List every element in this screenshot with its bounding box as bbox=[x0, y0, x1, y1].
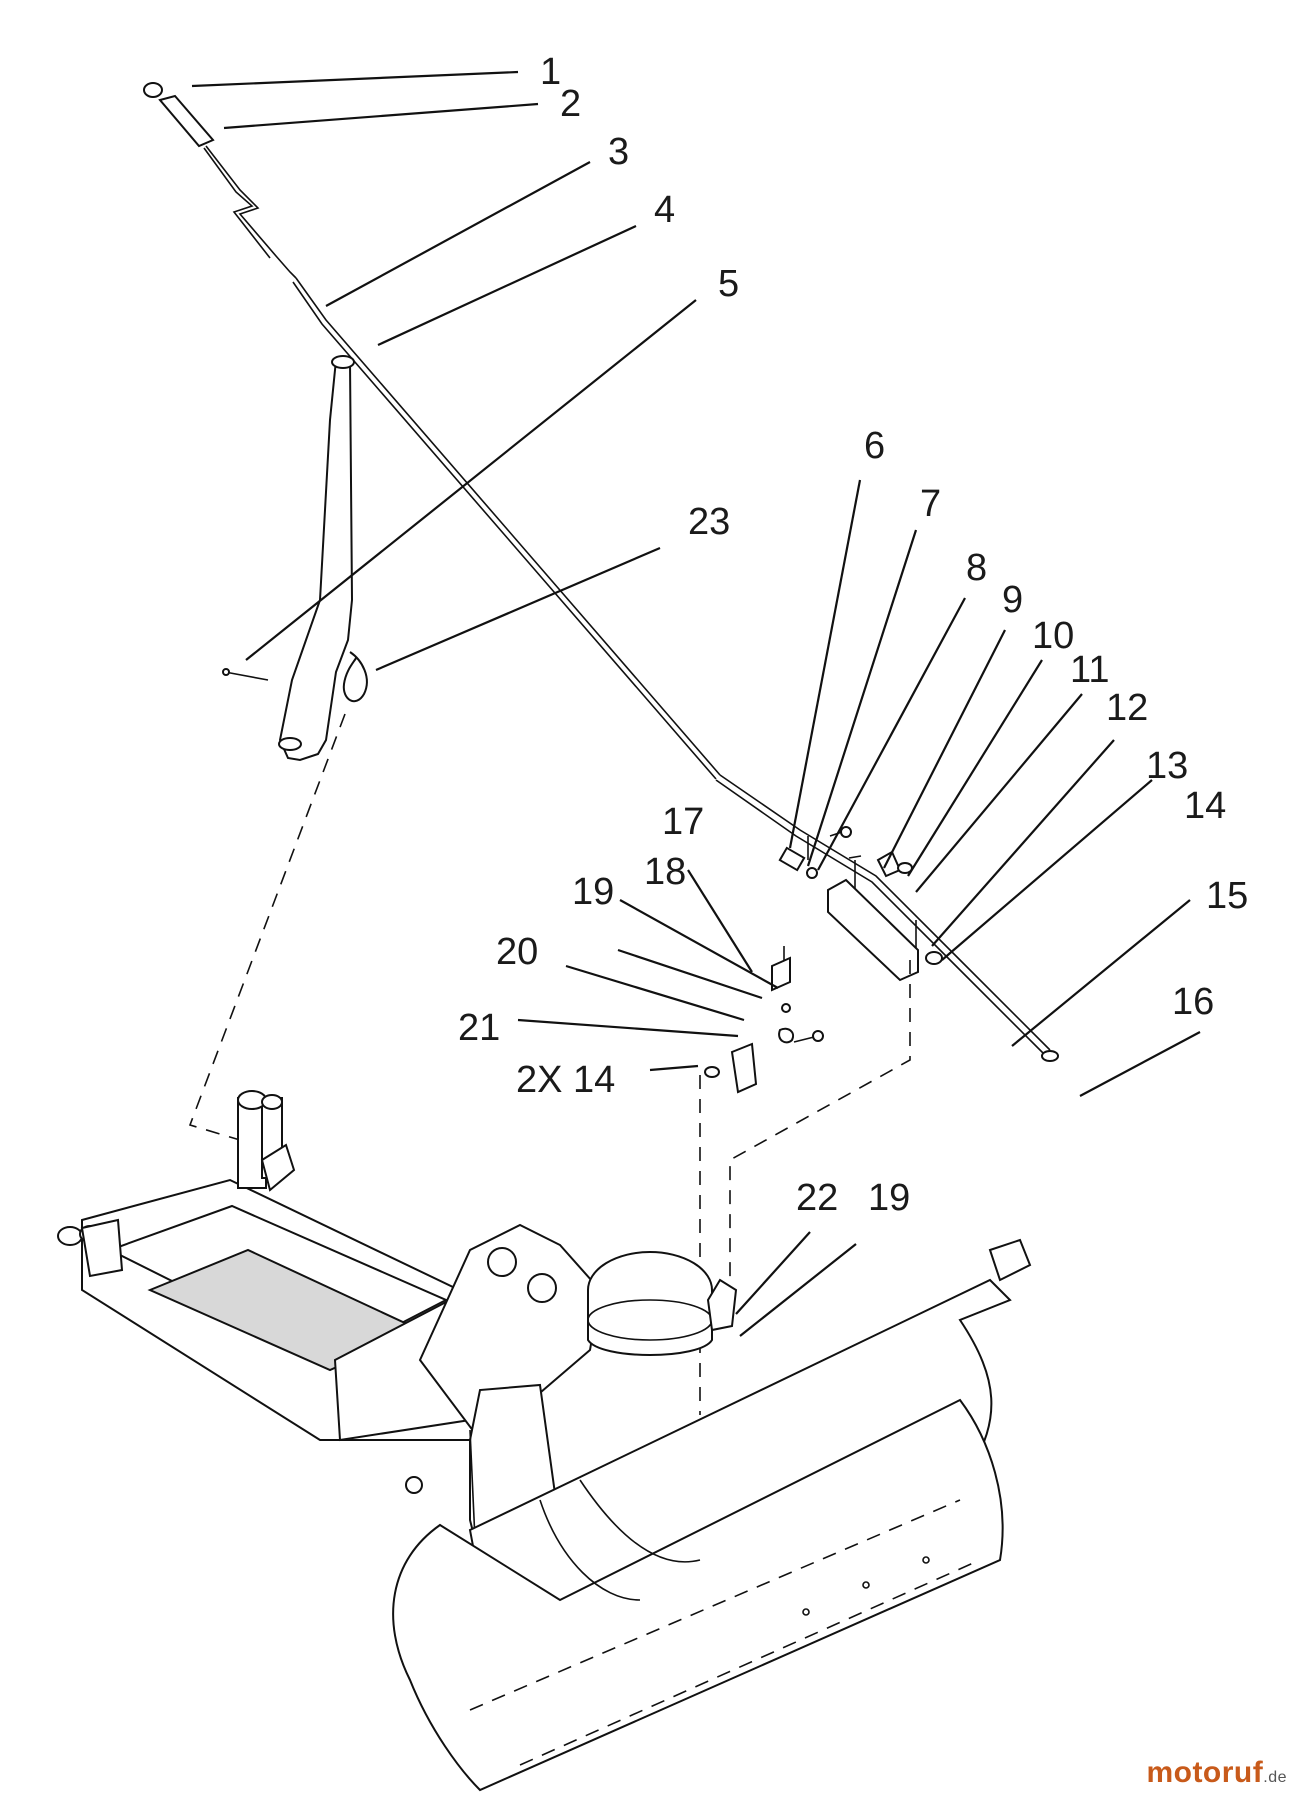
callout-2x14: 2X 14 bbox=[516, 1059, 615, 1101]
callout-18: 18 bbox=[644, 851, 686, 893]
callout-5: 5 bbox=[718, 263, 739, 305]
watermark-brand: motoruf bbox=[1146, 1756, 1264, 1789]
callout-10: 10 bbox=[1032, 615, 1074, 657]
assembly-guides bbox=[188, 713, 911, 1415]
watermark-suffix: .de bbox=[1263, 1769, 1287, 1786]
mount-frame bbox=[57, 1090, 481, 1442]
lift-tube bbox=[278, 355, 355, 762]
callout-19: 19 bbox=[572, 871, 614, 913]
callout-14: 14 bbox=[1184, 785, 1226, 827]
callout-12: 12 bbox=[1106, 687, 1148, 729]
pin-and-clip bbox=[222, 651, 368, 703]
pivot-drum bbox=[587, 1251, 738, 1356]
callout-4: 4 bbox=[654, 189, 675, 231]
watermark-logo: motoruf.de bbox=[1146, 1756, 1287, 1790]
leader-lines bbox=[191, 70, 1201, 1337]
lift-handle bbox=[143, 82, 721, 780]
callout-7: 7 bbox=[920, 483, 941, 525]
callout-17: 17 bbox=[662, 801, 704, 843]
callout-11: 11 bbox=[1070, 649, 1109, 691]
callout-2: 2 bbox=[560, 83, 581, 125]
small-bracket bbox=[704, 946, 824, 1094]
control-rod bbox=[715, 774, 1059, 1062]
callout-16: 16 bbox=[1172, 981, 1214, 1023]
callout-9: 9 bbox=[1002, 579, 1023, 621]
callout-15: 15 bbox=[1206, 875, 1248, 917]
callout-21: 21 bbox=[458, 1007, 500, 1049]
bracket-assembly bbox=[778, 826, 943, 982]
callout-20: 20 bbox=[496, 931, 538, 973]
callout-6: 6 bbox=[864, 425, 885, 467]
callout-23: 23 bbox=[688, 501, 730, 543]
callouts: 1 2 3 4 5 6 7 8 9 10 11 12 13 14 15 16 1… bbox=[458, 51, 1248, 1219]
callout-13: 13 bbox=[1146, 745, 1188, 787]
callout-3: 3 bbox=[608, 131, 629, 173]
callout-1: 1 bbox=[540, 51, 561, 93]
callout-22: 22 bbox=[796, 1177, 838, 1219]
plow-blade bbox=[392, 1238, 1032, 1792]
callout-19b: 19 bbox=[868, 1177, 910, 1219]
callout-8: 8 bbox=[966, 547, 987, 589]
